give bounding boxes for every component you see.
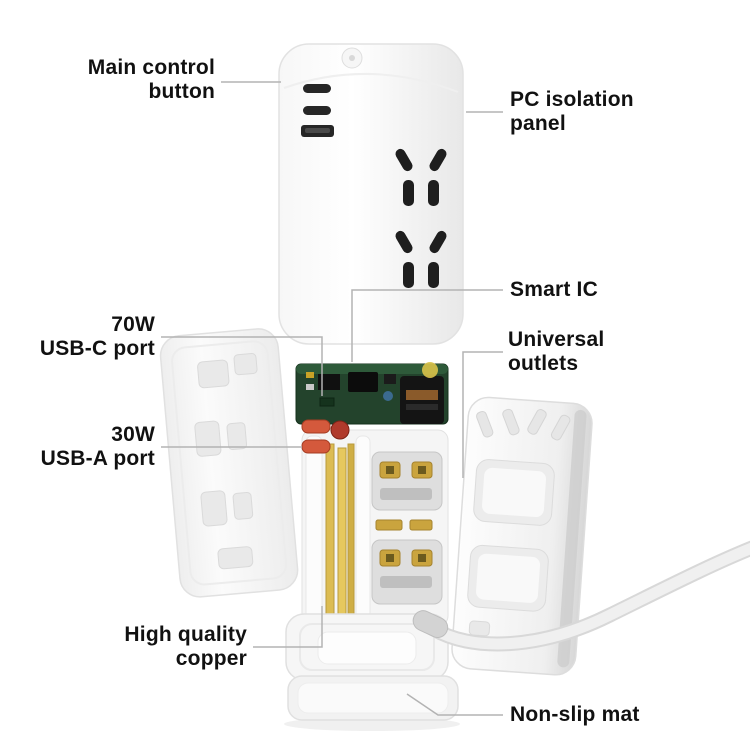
transformer (400, 376, 444, 424)
label-line: USB-A port (40, 447, 155, 471)
right-shell-panel (451, 396, 593, 676)
leader-non-slip-mat (406, 693, 503, 716)
tower-outlet-2 (395, 230, 447, 288)
usb-a-port-30w (301, 439, 331, 454)
non-slip-mat (287, 675, 459, 721)
label-line: Universal (508, 328, 605, 351)
circuit-board (295, 362, 449, 454)
tower-outlet-1 (395, 148, 447, 206)
leader-universal (462, 351, 503, 478)
label-pc-isolation-panel: PC isolation panel (510, 88, 634, 136)
usb-c-port-70w (301, 419, 331, 434)
label-line: outlets (508, 352, 579, 376)
label-smart-ic: Smart IC (510, 278, 598, 302)
label-usb-a-port: 30W USB-A port (41, 423, 155, 471)
label-non-slip-mat: Non-slip mat (510, 703, 640, 727)
socket-contact-module-top (371, 451, 443, 511)
leader-smart-ic (351, 289, 503, 362)
left-shell-panel (159, 328, 299, 598)
leader-lines (161, 81, 503, 716)
tower-usb-c-port-2 (303, 106, 331, 115)
label-line: copper (175, 647, 247, 671)
label-main-control-button: Main control button (88, 56, 215, 104)
label-line: High quality (124, 623, 247, 646)
label-line: USB-C port (39, 337, 155, 361)
label-high-quality-copper: High quality copper (124, 623, 247, 671)
label-line: button (148, 80, 215, 104)
label-line: 30W (111, 423, 155, 446)
power-cable (412, 540, 750, 652)
label-line: Main control (87, 56, 215, 79)
leader-copper (253, 606, 323, 648)
socket-contact-module-bottom (371, 539, 443, 605)
label-universal-outlets: Universal outlets (508, 328, 604, 376)
tower-usb-c-port-1 (303, 84, 331, 93)
label-line: Smart IC (510, 278, 598, 301)
label-usb-c-port: 70W USB-C port (40, 313, 155, 361)
copper-bus-bars (325, 443, 355, 615)
capacitor (330, 420, 350, 440)
leader-usb-c (161, 336, 323, 396)
label-line: panel (510, 112, 566, 136)
label-line: 70W (111, 313, 155, 336)
label-line: Non-slip mat (510, 703, 640, 726)
label-line: PC isolation (510, 88, 634, 111)
power-strip-tower (278, 43, 464, 345)
